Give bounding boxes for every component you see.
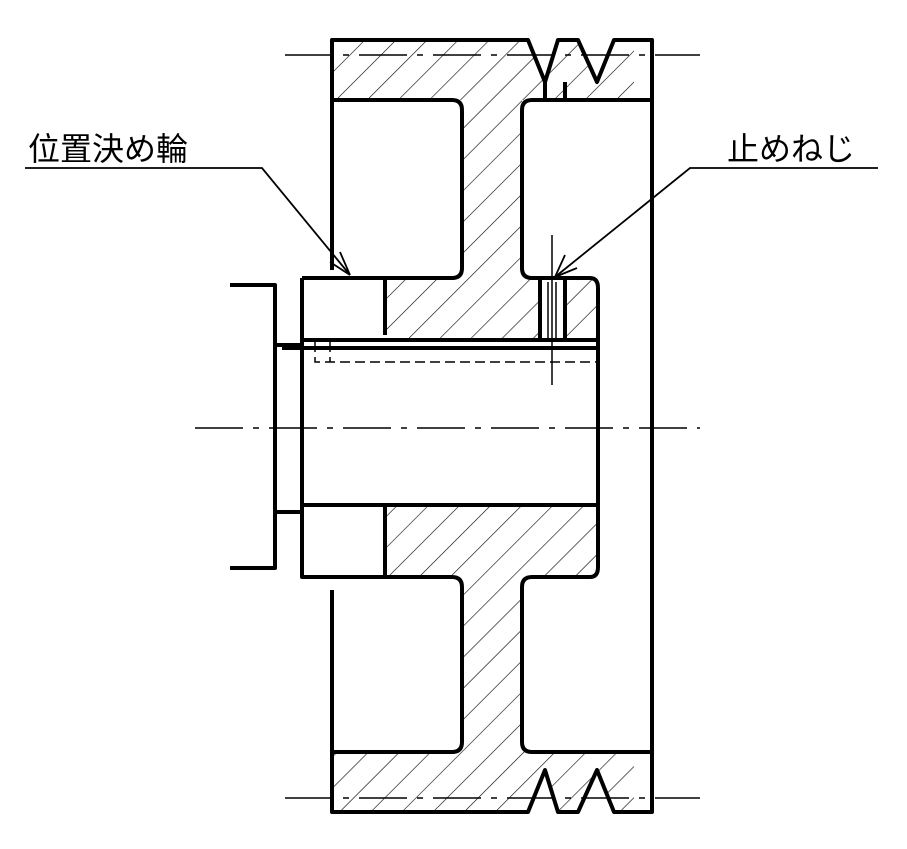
bottom-rim-section <box>332 750 634 812</box>
key-hidden-line <box>314 342 598 363</box>
positioning-ring-leader <box>25 167 351 276</box>
section-hatching <box>332 40 634 812</box>
set-screw-arrow <box>554 254 578 278</box>
lower-right-pocket-outline <box>520 500 652 754</box>
top-rim-outline <box>330 38 654 814</box>
lower-left-pocket-outline <box>332 575 464 754</box>
set-screw-label: 止めねじ <box>727 130 855 168</box>
top-rim-section <box>332 40 634 100</box>
thin-lines <box>314 235 598 385</box>
set-screw-outline <box>538 280 567 340</box>
web-lower-section <box>462 575 522 750</box>
upper-left-pocket-outline <box>332 98 464 280</box>
center-lines <box>195 54 700 799</box>
set-screw-leader <box>554 167 878 278</box>
hub-upper-section <box>385 280 540 340</box>
positioning-ring-label: 位置決め輪 <box>28 130 188 168</box>
set-screw-thread-line <box>547 282 557 340</box>
shaft-bracket <box>230 283 302 570</box>
leader-lines <box>25 167 878 278</box>
hub-lower-section <box>385 505 596 575</box>
part-outlines <box>230 38 654 814</box>
hub-upper-right-section <box>565 280 596 340</box>
web-upper-section <box>462 100 522 265</box>
hub-upper-web-joint <box>450 265 535 280</box>
rim-small-notch <box>543 82 567 100</box>
positioning-ring-arrow <box>329 251 351 276</box>
upper-right-pocket-outline <box>520 98 652 500</box>
